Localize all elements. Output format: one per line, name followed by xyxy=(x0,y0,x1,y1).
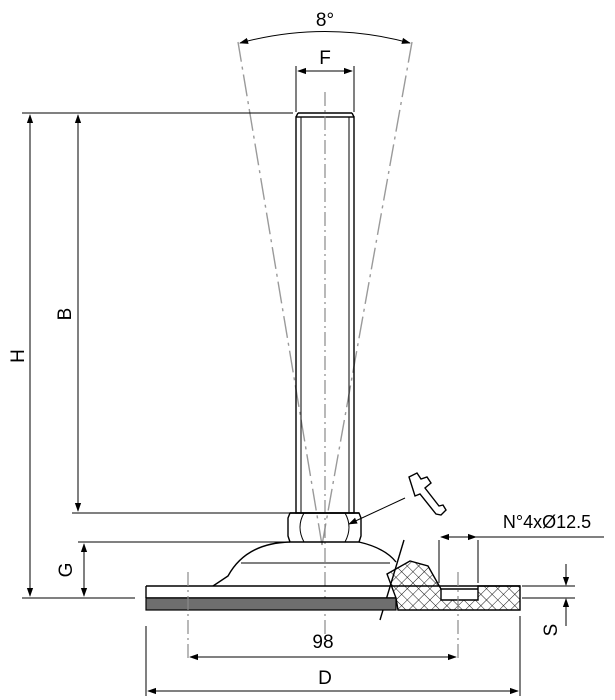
thread-length-label: B xyxy=(55,308,76,321)
thread-length-dimension: B xyxy=(55,114,290,514)
hole-spacing-dimension: 98 xyxy=(189,632,457,661)
diameter-label: D xyxy=(318,668,332,689)
holes-label: N°4xØ12.5 xyxy=(503,512,591,532)
wrench-icon xyxy=(348,472,447,525)
rubber-pad xyxy=(145,597,397,611)
height-label: H xyxy=(8,349,29,363)
holes-callout: N°4xØ12.5 xyxy=(438,512,604,583)
angle-label: 8° xyxy=(316,10,334,31)
base-height-label: G xyxy=(56,563,77,578)
angle-dimension: 8° xyxy=(239,10,411,44)
pad-thickness-label: S xyxy=(541,624,562,637)
hole-spacing-label: 98 xyxy=(312,632,333,653)
pad-thickness-dimension: S xyxy=(522,564,575,636)
swivel-cone xyxy=(237,41,413,546)
base-height-dimension: G xyxy=(56,541,288,597)
hole-centerlines xyxy=(187,572,459,660)
thread-label: F xyxy=(319,48,331,69)
diameter-dimension: D xyxy=(145,616,521,696)
height-dimension: H xyxy=(8,112,293,599)
base-section xyxy=(379,539,521,621)
thread-dimension: F xyxy=(295,48,355,112)
